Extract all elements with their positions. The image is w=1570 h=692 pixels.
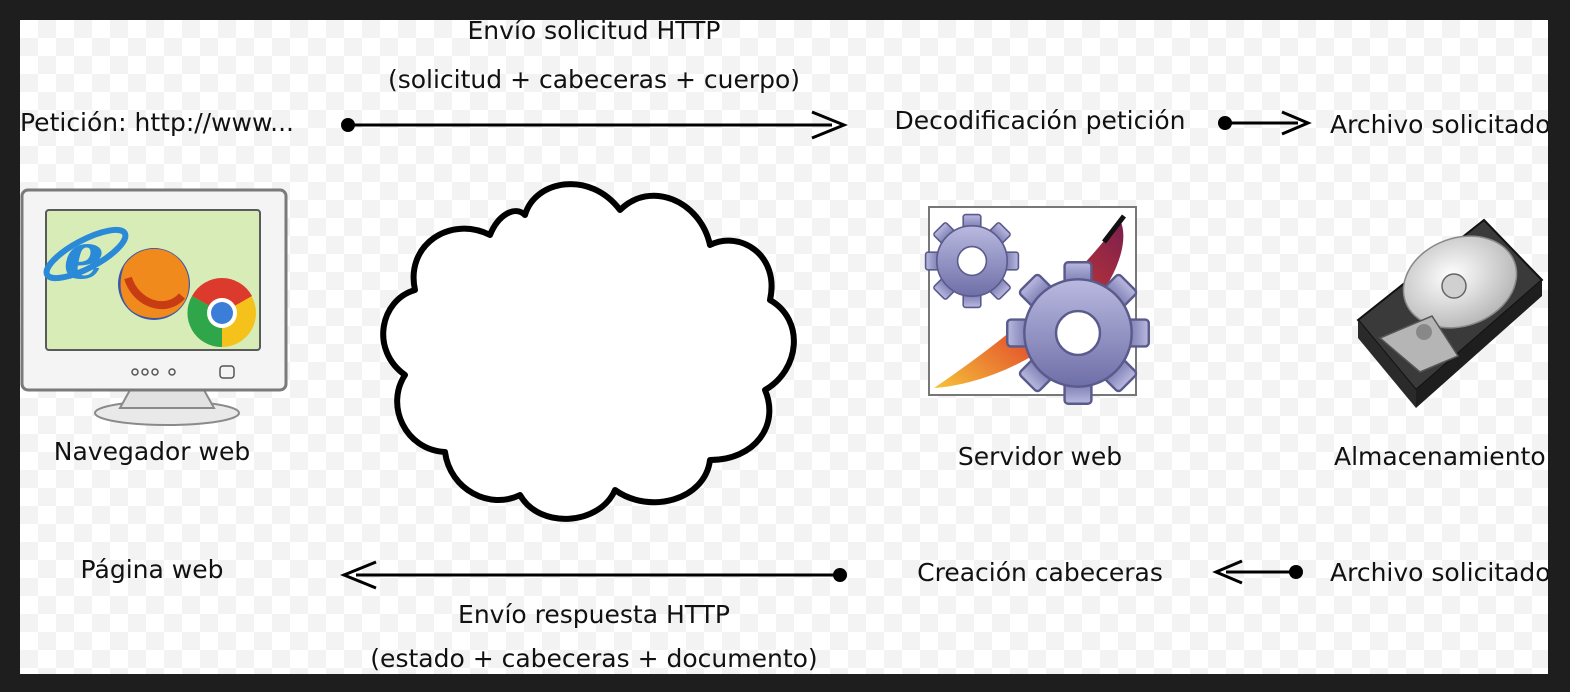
gear-icon [924, 213, 1020, 309]
http-diagram: e [20, 20, 1548, 674]
apache-server-icon [924, 206, 1150, 405]
browser-label: Navegador web [53, 437, 251, 466]
server-label: Servidor web [957, 442, 1123, 471]
response-detail: (estado + cabeceras + documento) [370, 644, 818, 673]
file-request-arrow [1218, 110, 1312, 136]
request-detail: (solicitud + cabeceras + cuerpo) [387, 65, 801, 94]
cloud-icon [380, 181, 797, 522]
internet-explorer-icon: e [43, 219, 129, 294]
request-url-label: Petición: http://www... [20, 108, 294, 137]
request-title: Envío solicitud HTTP [467, 20, 721, 45]
chrome-icon [187, 278, 256, 348]
response-title: Envío respuesta HTTP [458, 600, 730, 629]
decode-label: Decodificación petición [894, 106, 1186, 135]
web-page-label: Página web [80, 555, 224, 584]
storage-file-out-label: Archivo solicitado [1330, 110, 1548, 139]
storage-label: Almacenamiento [1334, 442, 1546, 471]
firefox-icon [118, 248, 190, 320]
hard-disk-icon [1356, 218, 1544, 408]
gear-icon [1006, 261, 1150, 405]
diagram-graphics: e [20, 110, 1544, 590]
storage-file-in-label: Archivo solicitado [1330, 558, 1548, 587]
response-arrow [340, 560, 847, 590]
headers-label: Creación cabeceras [917, 558, 1163, 587]
file-return-arrow [1212, 559, 1303, 585]
request-arrow [341, 110, 848, 140]
